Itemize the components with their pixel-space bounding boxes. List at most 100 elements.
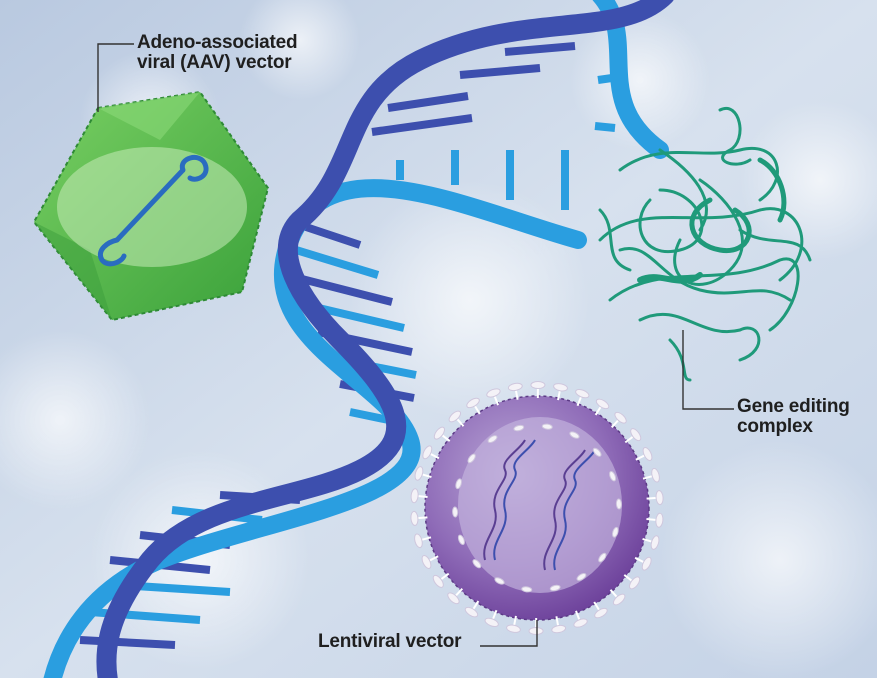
lentiviral-leader-line (480, 620, 538, 647)
virus-spike-cap (614, 411, 627, 424)
virus-surface-spikes (410, 381, 664, 635)
virus-spike-cap (448, 410, 462, 423)
virus-spike-cap (484, 617, 499, 628)
virus-inner-spike (487, 435, 498, 444)
virus-spike-cap (410, 510, 419, 526)
virus-inner-spike (472, 559, 482, 569)
virus-spike-stem (421, 536, 432, 541)
virus-spike-cap (410, 488, 419, 504)
aav-hexagon-capsid-icon (32, 90, 270, 322)
virus-spike-stem (646, 496, 657, 500)
virus-spike-cap (629, 576, 641, 590)
virus-spike-cap (422, 445, 433, 460)
virus-spike-stem (555, 616, 560, 627)
virus-spike-stem (557, 390, 561, 401)
virus-spike-cap (486, 388, 501, 398)
virus-inner-spike (513, 424, 525, 432)
virus-spike-stem (440, 572, 450, 581)
dna-strand-dark (96, 0, 674, 678)
virus-inner-spike (592, 447, 602, 457)
virus-spike-stem (456, 418, 465, 427)
aav-leader-line (97, 43, 134, 112)
virus-spike-cap (642, 447, 653, 461)
virus-spike-cap (433, 426, 445, 440)
virus-inner-spike (494, 577, 505, 585)
gene-editing-protein-ribbon-icon (598, 106, 812, 382)
virus-inner-spike (612, 526, 619, 538)
gene-editing-label-line2: complex (737, 416, 813, 437)
virus-spike-stem (593, 601, 601, 612)
virus-spike-cap (551, 624, 567, 634)
virus-spike-stem (441, 434, 451, 442)
virus-spike-cap (432, 574, 444, 588)
virus-inner-spike (598, 552, 607, 563)
virus-spike-stem (472, 600, 480, 611)
virus-inner-spike (467, 453, 476, 464)
virus-spike-stem (454, 588, 464, 597)
lentiviral-spiky-virus-icon (410, 381, 664, 635)
gene-editing-leader-line (682, 330, 734, 410)
virus-spike-cap (650, 535, 660, 550)
virus-spike-stem (513, 615, 517, 626)
aav-vector-label: Adeno-associated viral (AAV) vector (137, 32, 298, 73)
aav-label-line2: viral (AAV) vector (137, 52, 292, 73)
virus-spike-stem (646, 517, 657, 521)
virus-spike-cap (528, 626, 544, 635)
virus-inner-spike (457, 534, 465, 546)
virus-spike-cap (630, 428, 642, 442)
gene-editing-label-line1: Gene editing (737, 396, 850, 417)
virus-inner-spike (521, 586, 533, 593)
virus-spike-cap (530, 381, 546, 390)
virus-spike-stem (623, 574, 633, 582)
virus-spike-cap (641, 556, 652, 571)
virus-spike-stem (473, 404, 481, 415)
virus-spike-cap (655, 512, 664, 528)
virus-spike-stem (429, 452, 440, 460)
virus-inner-spike (615, 498, 622, 510)
virus-spike-stem (635, 454, 646, 461)
virus-inner-spike (576, 572, 587, 581)
virus-spike-stem (421, 473, 432, 479)
virus-spike-cap (595, 398, 610, 410)
aav-label-line1: Adeno-associated (137, 32, 298, 53)
virus-spike-cap (612, 593, 626, 606)
virus-spike-cap (575, 388, 590, 399)
virus-spike-stem (642, 537, 653, 543)
virus-spike-cap (655, 490, 664, 506)
virus-spike-cap (573, 618, 588, 628)
virus-inner-spike (452, 506, 459, 518)
virus-inner-spike (549, 584, 561, 592)
virus-spike-stem (575, 610, 581, 621)
virus-spike-cap (553, 383, 568, 392)
lentiviral-label-line1: Lentiviral vector (318, 631, 462, 652)
virus-spike-cap (594, 607, 608, 619)
virus-spike-stem (417, 495, 428, 499)
virus-spike-stem (610, 419, 620, 428)
virus-spike-cap (506, 624, 521, 633)
virus-spike-cap (464, 606, 479, 618)
lentiviral-vector-label: Lentiviral vector (318, 631, 462, 652)
virus-spike-cap (447, 592, 460, 605)
virus-inner-spike (541, 423, 553, 430)
virus-spike-stem (624, 435, 634, 444)
virus-spike-stem (576, 396, 583, 407)
virus-spike-stem (493, 395, 499, 406)
virus-spike-stem (417, 516, 428, 520)
virus-spike-cap (414, 533, 423, 549)
virus-spike-stem (609, 589, 618, 598)
virus-spike-stem (634, 556, 645, 564)
virus-spike-cap (651, 467, 660, 483)
virus-spike-cap (421, 555, 432, 569)
gene-editing-complex-label: Gene editing complex (737, 397, 850, 437)
virus-spike-stem (428, 555, 439, 562)
virus-inner-spike (455, 478, 462, 490)
virus-spike-cap (466, 397, 480, 409)
leader-lines (97, 43, 734, 647)
virus-spike-stem (642, 475, 653, 480)
dna-double-helix-icon (43, 0, 674, 678)
virus-spike-stem (491, 609, 498, 620)
virus-spike-cap (507, 382, 523, 392)
virus-inner-spike (569, 431, 580, 439)
virus-inner-spike (609, 470, 617, 482)
